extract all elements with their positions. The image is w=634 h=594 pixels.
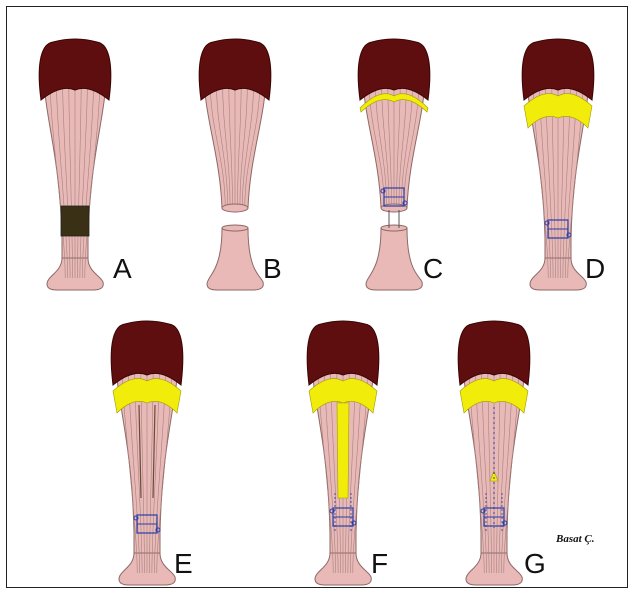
panel-label-d: D: [585, 255, 605, 283]
tendon-cut-end: [222, 204, 248, 212]
author-signature: Basat Ç.: [556, 533, 595, 545]
tendon-distal-stump: [207, 228, 263, 290]
tendon-lesion: [61, 206, 89, 236]
panel-g: [458, 321, 530, 585]
panel-d: [522, 39, 594, 290]
panel-c: [358, 39, 430, 290]
panel-label-g: G: [524, 550, 546, 578]
muscle-belly: [458, 321, 530, 385]
muscle-belly: [111, 321, 183, 385]
tendon-cut-end: [381, 204, 407, 212]
panel-e: [111, 321, 183, 585]
panel-f: [307, 321, 379, 585]
panel-label-b: B: [263, 255, 282, 283]
panel-b: [199, 39, 271, 290]
panel-label-e: E: [174, 550, 193, 578]
muscle-belly: [307, 321, 379, 385]
stump-cut-end: [381, 225, 407, 231]
tendon-distal-stump: [366, 228, 422, 290]
panel-a: [39, 39, 111, 290]
panel-label-f: F: [371, 550, 388, 578]
panel-label-c: C: [423, 255, 443, 283]
flap-strip: [337, 403, 349, 498]
panel-label-a: A: [113, 255, 132, 283]
stump-cut-end: [222, 225, 248, 231]
